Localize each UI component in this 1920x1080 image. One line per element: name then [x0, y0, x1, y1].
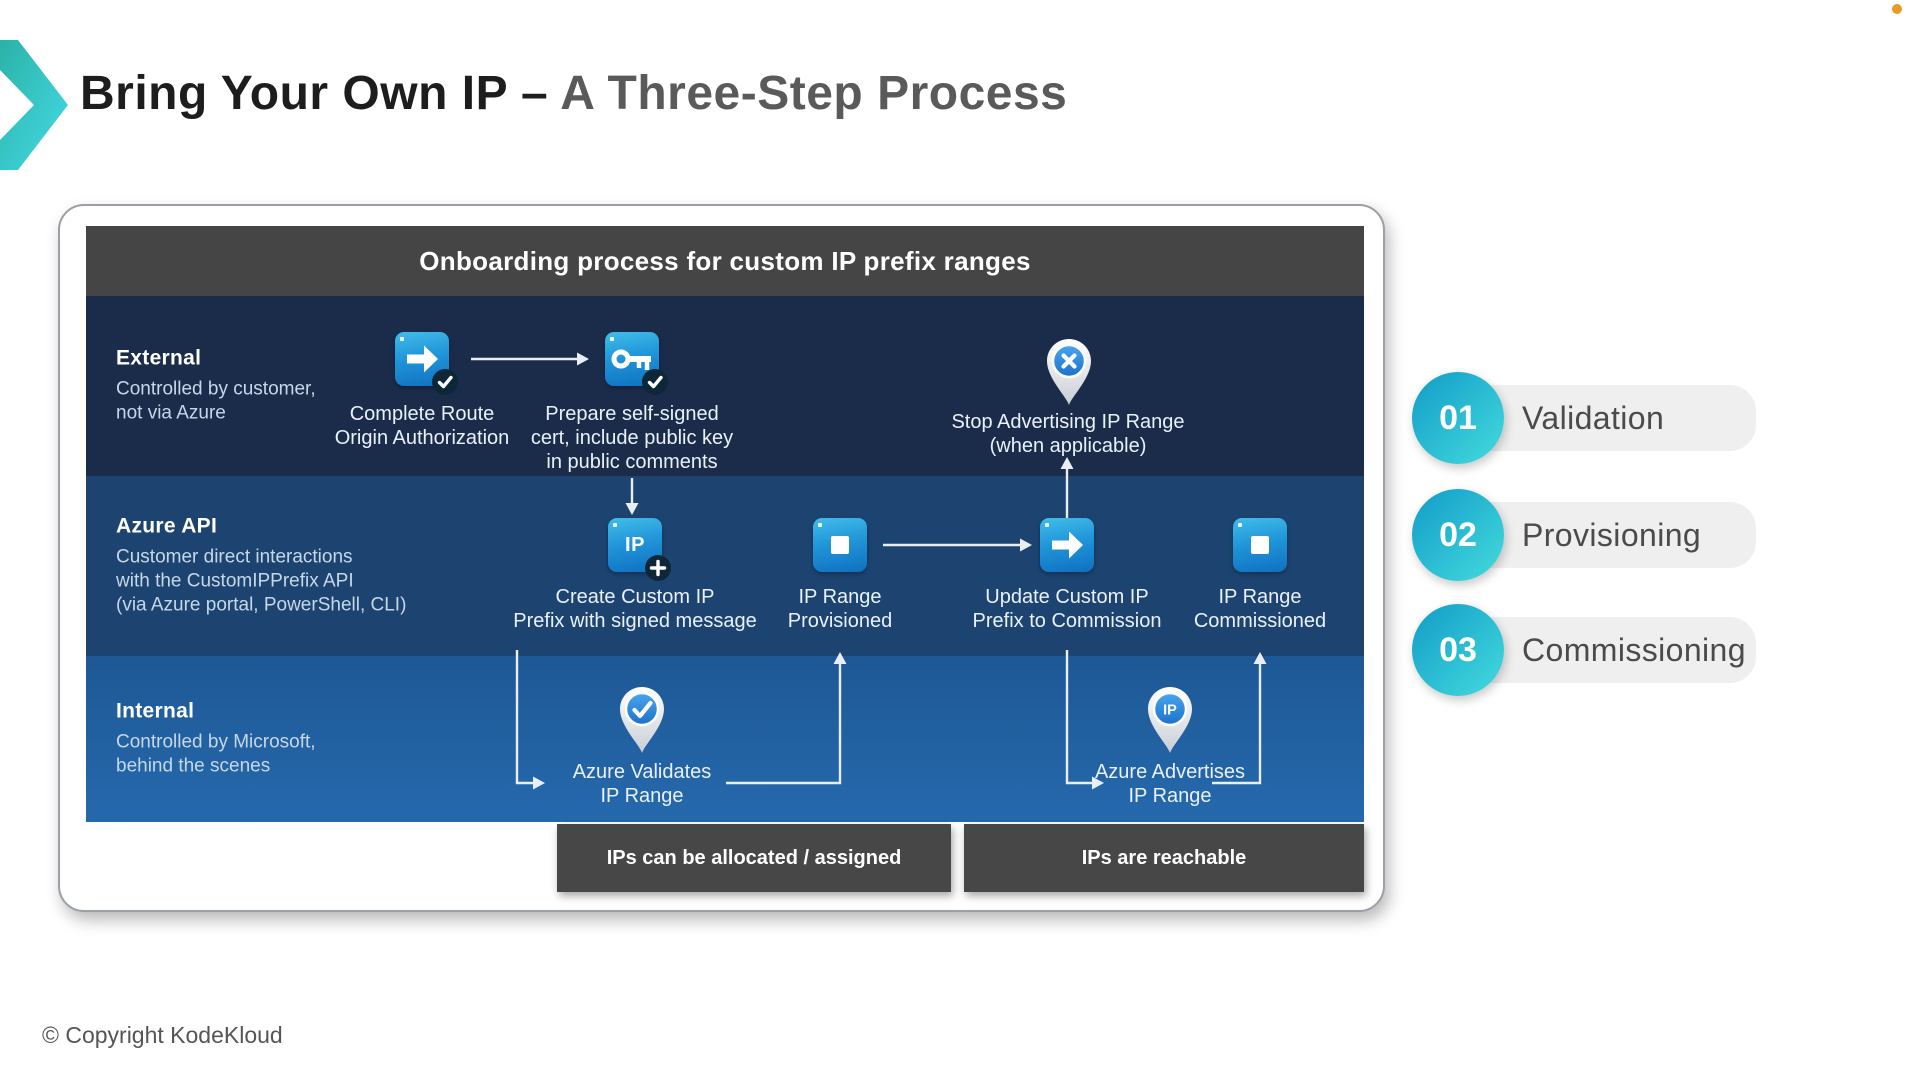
lane-azure-api: Azure API Customer direct interactions w…	[86, 476, 1364, 656]
plus-badge-icon	[645, 555, 671, 581]
step-validation-label: Validation	[1456, 385, 1756, 451]
recording-dot	[1892, 4, 1902, 14]
self-signed-cert-icon	[605, 332, 668, 395]
kodekloud-chevron-logo	[0, 40, 68, 170]
lane-external-title: External	[116, 346, 202, 370]
lane-external-info: External Controlled by customer, not via…	[116, 347, 316, 426]
arrow-right-icon	[407, 345, 438, 373]
title-primary: Bring Your Own IP –	[80, 67, 561, 120]
lane-internal-desc: Controlled by Microsoft, behind the scen…	[116, 731, 316, 777]
ip-range-provisioned-icon	[813, 518, 867, 572]
lane-internal-title: Internal	[116, 699, 195, 723]
label-stop-advertising: Stop Advertising IP Range (when applicab…	[951, 411, 1185, 457]
step-validation: Validation 01	[1412, 372, 1756, 464]
lane-internal: Internal Controlled by Microsoft, behind…	[86, 656, 1364, 822]
step-01-badge: 01	[1412, 372, 1504, 464]
lane-internal-info: Internal Controlled by Microsoft, behind…	[116, 700, 316, 779]
step-03-badge: 03	[1412, 604, 1504, 696]
label-range-commissioned: IP Range Commissioned	[1193, 586, 1327, 632]
diagram-frame: Onboarding process for custom IP prefix …	[58, 204, 1385, 912]
step-commissioning-label: Commissioning	[1456, 617, 1756, 683]
step-02-badge: 02	[1412, 489, 1504, 581]
check-badge-icon	[642, 369, 668, 395]
page-title: Bring Your Own IP – A Three-Step Process	[80, 62, 1067, 126]
footer-box-reachable: IPs are reachable	[964, 824, 1364, 892]
ip-tile-text: IP	[625, 533, 645, 556]
azure-advertises-pin-icon: IP	[1148, 687, 1192, 753]
step-provisioning: Provisioning 02	[1412, 489, 1756, 581]
square-icon	[831, 536, 849, 554]
update-custom-ip-prefix-icon	[1040, 518, 1094, 572]
azure-validates-pin-icon	[620, 687, 664, 753]
arrow-right-icon	[1052, 531, 1083, 559]
onboarding-diagram: Onboarding process for custom IP prefix …	[86, 226, 1364, 895]
ip-pin-text: IP	[1163, 703, 1177, 719]
lane-azure-desc: Customer direct interactions with the Cu…	[116, 546, 407, 616]
lane-external-desc: Controlled by customer, not via Azure	[116, 378, 316, 424]
step-provisioning-label: Provisioning	[1456, 502, 1756, 568]
lane-external: External Controlled by customer, not via…	[86, 296, 1364, 476]
label-create-prefix: Create Custom IP Prefix with signed mess…	[513, 586, 757, 632]
label-range-provisioned: IP Range Provisioned	[787, 586, 893, 632]
copyright-text: © Copyright KodeKloud	[42, 1022, 283, 1048]
step-commissioning: Commissioning 03	[1412, 604, 1756, 696]
lane-azure-info: Azure API Customer direct interactions w…	[116, 515, 406, 618]
route-authorization-icon	[395, 332, 458, 395]
footer-box-allocated: IPs can be allocated / assigned	[557, 824, 951, 892]
label-azure-validates: Azure Validates IP Range	[572, 761, 712, 807]
ip-range-commissioned-icon	[1233, 518, 1287, 572]
lane-azure-title: Azure API	[116, 514, 218, 538]
label-complete-route: Complete Route Origin Authorization	[334, 403, 510, 449]
key-icon	[611, 349, 651, 370]
stop-advertising-pin-icon	[1047, 339, 1091, 405]
label-prepare-cert: Prepare self-signed cert, include public…	[530, 403, 734, 473]
label-update-prefix: Update Custom IP Prefix to Commission	[972, 586, 1162, 632]
diagram-title: Onboarding process for custom IP prefix …	[86, 226, 1364, 296]
square-icon	[1251, 536, 1269, 554]
title-secondary: A Three-Step Process	[560, 67, 1068, 120]
label-azure-advertises: Azure Advertises IP Range	[1094, 761, 1246, 807]
check-badge-icon	[432, 369, 458, 395]
flow-connectors	[471, 352, 1267, 790]
create-custom-ip-prefix-icon: IP	[608, 518, 671, 581]
